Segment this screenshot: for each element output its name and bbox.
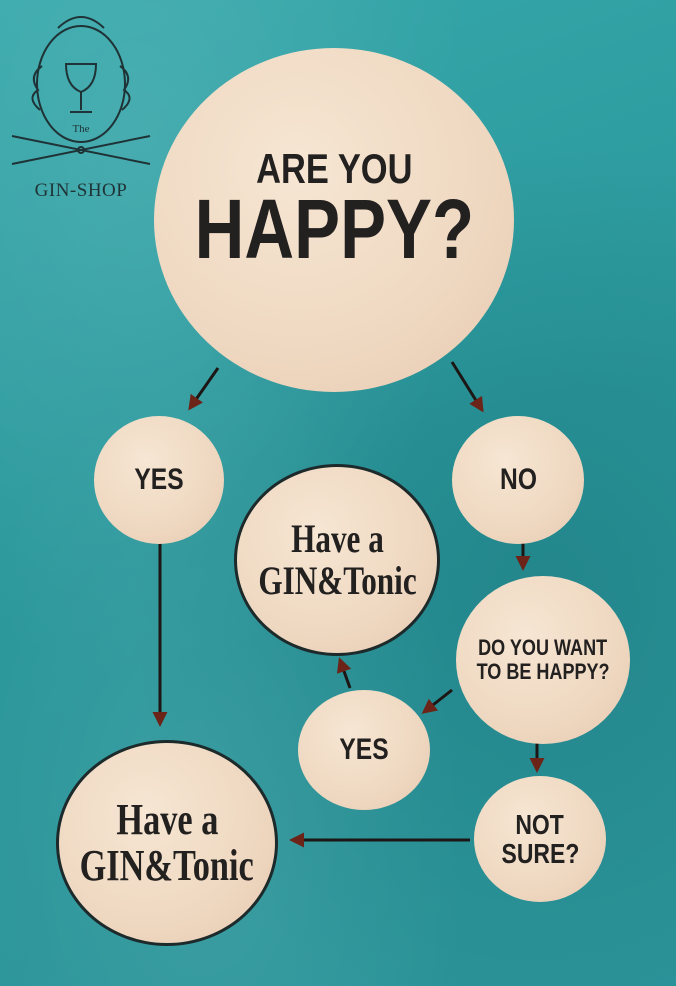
arrow-yes-to-gin-middle (336, 657, 352, 689)
gin-bottom-line1: Have a (115, 794, 218, 844)
not-sure-line1: NOT (515, 808, 565, 840)
not-sure-line2: SURE? (501, 838, 579, 869)
answer-no-top: NO (452, 416, 584, 544)
yes-lower-label: YES (339, 733, 389, 767)
gin-middle-line2: GIN&Tonic (257, 558, 417, 603)
gin-shop-logo: The GIN-SHOP (6, 6, 156, 201)
no-top-label: NO (499, 463, 537, 497)
question-line1: ARE YOU (255, 144, 413, 192)
answer-not-sure: NOT SURE? (474, 776, 606, 902)
arrow-happy-to-yes (188, 367, 220, 411)
answer-yes-lower: YES (298, 690, 430, 810)
goblet-emblem-icon: The (11, 16, 151, 165)
arrow-question-to-yes (421, 688, 453, 714)
result-gin-tonic-bottom: Have a GIN&Tonic (56, 740, 278, 946)
yes-top-label: YES (134, 463, 184, 497)
question-line2: HAPPY? (194, 181, 474, 276)
gin-bottom-line2: GIN&Tonic (79, 841, 255, 890)
want-line1: DO YOU WANT (478, 635, 608, 660)
logo-text: GIN-SHOP (34, 180, 128, 201)
want-line2: TO BE HAPPY? (476, 659, 610, 684)
result-gin-tonic-middle: Have a GIN&Tonic (234, 464, 440, 656)
gin-middle-line1: Have a (290, 516, 384, 561)
arrow-happy-to-no (450, 361, 484, 413)
logo-small-text: The (72, 123, 89, 135)
question-do-you-want-to-be-happy: DO YOU WANT TO BE HAPPY? (456, 576, 630, 744)
question-are-you-happy: ARE YOU HAPPY? (154, 48, 514, 392)
answer-yes-top: YES (94, 416, 224, 544)
